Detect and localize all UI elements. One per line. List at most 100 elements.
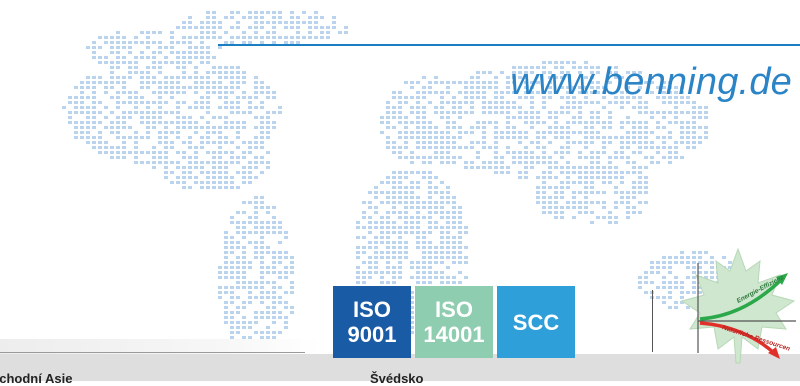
map-dot (596, 171, 600, 174)
map-dot (158, 71, 162, 74)
map-dot (572, 206, 576, 209)
map-dot (530, 116, 534, 119)
map-dot (680, 91, 684, 94)
map-dot (440, 116, 444, 119)
map-dot (182, 71, 186, 74)
map-dot (596, 86, 600, 89)
map-dot (224, 231, 228, 234)
map-dot (218, 161, 222, 164)
map-dot (704, 271, 708, 274)
map-dot (596, 161, 600, 164)
map-dot (80, 111, 84, 114)
map-dot (374, 266, 378, 269)
map-dot (194, 81, 198, 84)
map-dot (638, 136, 642, 139)
map-dot (200, 61, 204, 64)
map-dot (524, 176, 528, 179)
map-dot (542, 136, 546, 139)
map-dot (374, 261, 378, 264)
website-url[interactable]: www.benning.de (510, 61, 792, 103)
map-dot (650, 271, 654, 274)
map-dot (104, 36, 108, 39)
map-dot (230, 331, 234, 334)
map-dot (446, 256, 450, 259)
map-dot (254, 281, 258, 284)
map-dot (620, 101, 624, 104)
map-dot (404, 221, 408, 224)
map-dot (212, 171, 216, 174)
map-dot (464, 131, 468, 134)
map-dot (614, 96, 618, 99)
map-dot (140, 86, 144, 89)
map-dot (374, 196, 378, 199)
map-dot (236, 106, 240, 109)
map-dot (500, 166, 504, 169)
map-dot (368, 271, 372, 274)
map-dot (260, 231, 264, 234)
map-dot (614, 176, 618, 179)
map-dot (614, 216, 618, 219)
map-dot (476, 76, 480, 79)
map-dot (164, 121, 168, 124)
map-dot (428, 196, 432, 199)
map-dot (98, 121, 102, 124)
map-dot (146, 151, 150, 154)
map-dot (650, 111, 654, 114)
map-dot (470, 166, 474, 169)
map-dot (710, 276, 714, 279)
map-dot (164, 101, 168, 104)
map-dot (434, 271, 438, 274)
map-dot (212, 166, 216, 169)
map-dot (632, 196, 636, 199)
map-dot (236, 266, 240, 269)
map-dot (488, 106, 492, 109)
map-dot (308, 36, 312, 39)
map-dot (656, 266, 660, 269)
scc-badge: SCC (497, 286, 575, 358)
map-dot (176, 61, 180, 64)
map-dot (650, 131, 654, 134)
map-dot (170, 96, 174, 99)
map-dot (428, 276, 432, 279)
map-dot (626, 161, 630, 164)
map-dot (134, 71, 138, 74)
map-dot (422, 116, 426, 119)
map-dot (506, 91, 510, 94)
map-dot (248, 106, 252, 109)
map-dot (278, 226, 282, 229)
map-dot (662, 256, 666, 259)
map-dot (434, 206, 438, 209)
map-dot (194, 126, 198, 129)
map-dot (398, 111, 402, 114)
map-dot (74, 96, 78, 99)
map-dot (488, 111, 492, 114)
map-dot (530, 156, 534, 159)
map-dot (254, 106, 258, 109)
map-dot (170, 61, 174, 64)
map-dot (566, 96, 570, 99)
map-dot (404, 126, 408, 129)
map-dot (212, 31, 216, 34)
map-dot (86, 141, 90, 144)
map-dot (692, 106, 696, 109)
map-dot (74, 126, 78, 129)
map-dot (386, 191, 390, 194)
map-dot (566, 61, 570, 64)
map-dot (434, 146, 438, 149)
map-dot (272, 271, 276, 274)
map-dot (542, 181, 546, 184)
map-dot (446, 116, 450, 119)
map-dot (248, 336, 252, 339)
map-dot (686, 111, 690, 114)
map-dot (422, 246, 426, 249)
map-dot (104, 116, 108, 119)
map-dot (362, 216, 366, 219)
map-dot (326, 26, 330, 29)
map-dot (80, 121, 84, 124)
map-dot (452, 106, 456, 109)
map-dot (386, 246, 390, 249)
map-dot (254, 161, 258, 164)
map-dot (254, 141, 258, 144)
map-dot (590, 101, 594, 104)
map-dot (194, 36, 198, 39)
